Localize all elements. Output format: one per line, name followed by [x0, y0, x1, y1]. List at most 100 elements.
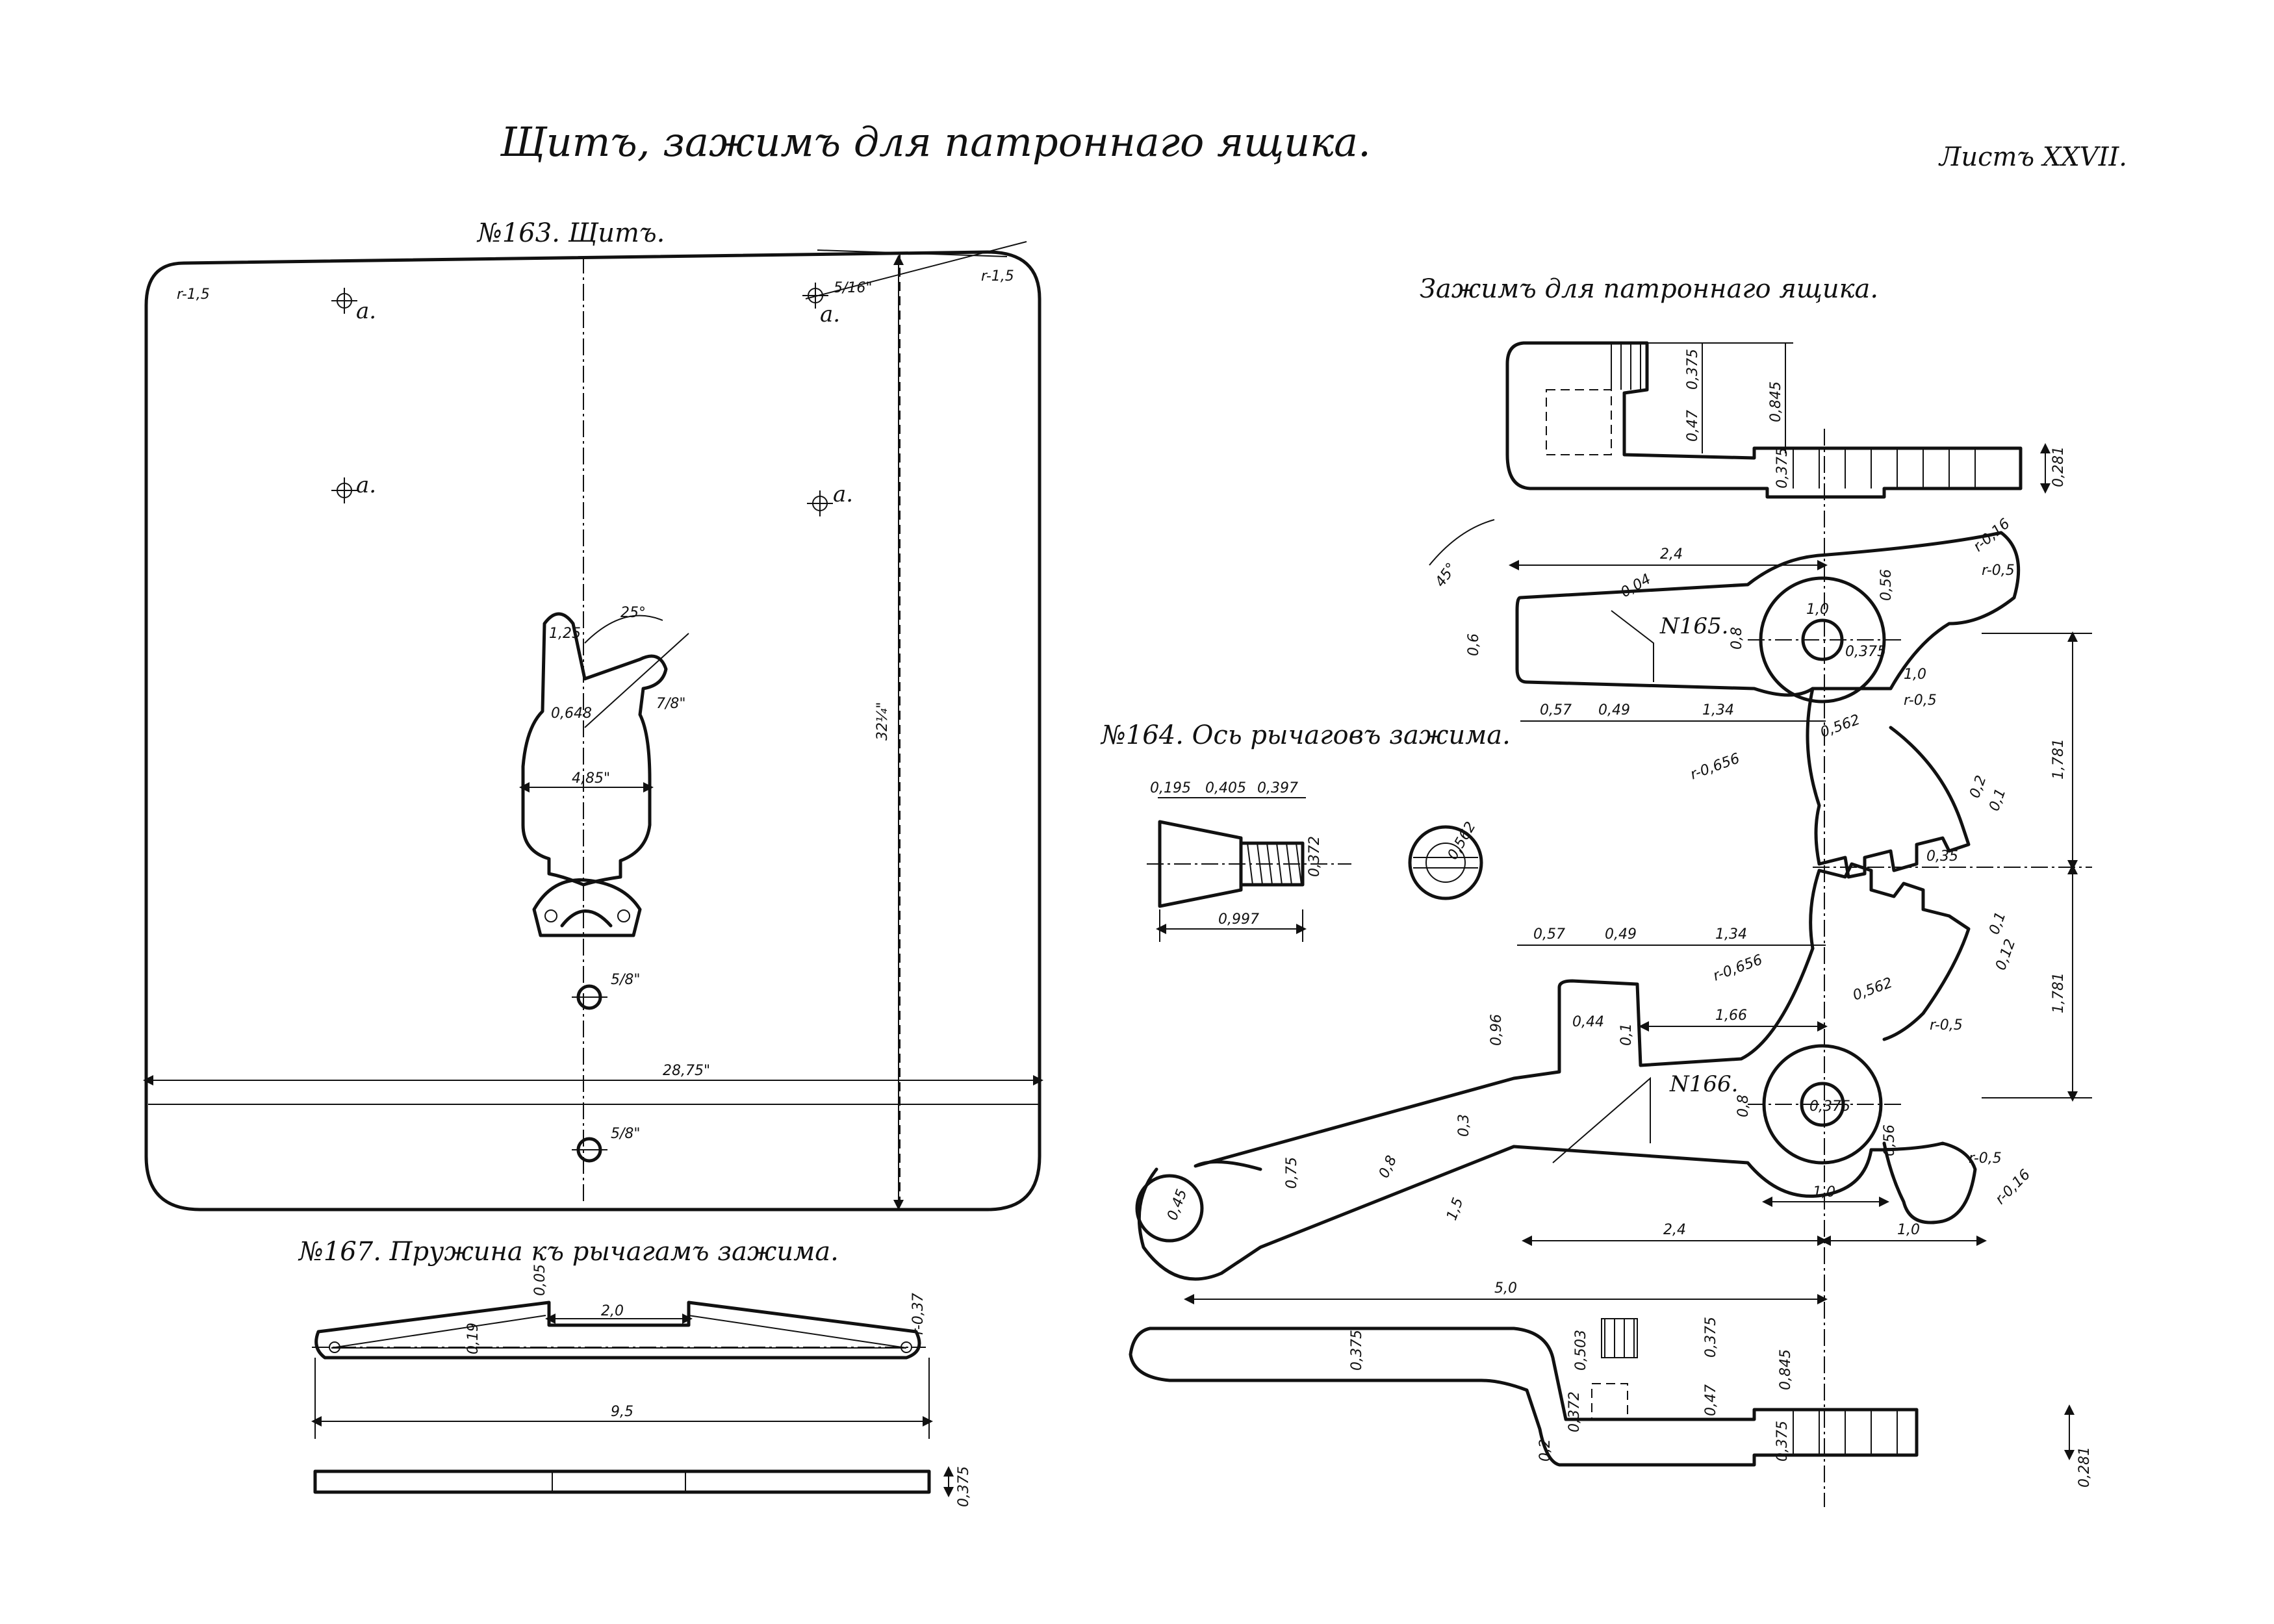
spring-side-dim: 0,375	[956, 1466, 972, 1507]
lever165-dim-10b: 1,0	[1904, 666, 1926, 683]
lever166-dim-50: 5,0	[1494, 1280, 1517, 1297]
top-dim-0845: 0,845	[1768, 381, 1784, 422]
top-dim-0375a: 0,375	[1685, 349, 1701, 390]
lever166-dim-045: 0,45	[1164, 1187, 1190, 1223]
clamp-assembly: Зажимъ для патроннаго ящика. 0,375 0,47 …	[1129, 274, 2093, 1507]
corner-radius-right: r-1,5	[981, 268, 1014, 285]
axle-head	[1158, 820, 1243, 908]
sheet-title: Щитъ, зажимъ для патроннаго ящика.	[500, 118, 1371, 166]
shield-width-dim: 28,75"	[663, 1063, 710, 1079]
teeth-dim-012: 0,12	[1993, 937, 2019, 972]
slot-radius-dim: 0,648	[551, 705, 592, 722]
bottom-dim-0845: 0,845	[1778, 1349, 1794, 1390]
teeth-dim-01a: 0,1	[1986, 787, 2009, 813]
part-167-caption: №167. Пружина къ рычагамъ зажима.	[298, 1237, 839, 1267]
lever166-dim-15: 1,5	[1444, 1196, 1466, 1223]
lever165-dim-004: 0,04	[1618, 571, 1654, 601]
lever-165: N165. 2,4 45° 0,6 0,04 0,8 1,0 0,375 0,5…	[1429, 516, 2021, 783]
teeth-dim-02: 0,2	[1967, 774, 1989, 800]
teeth-dim-01b: 0,1	[1986, 910, 2009, 937]
lever165-dim-2-4: 2,4	[1660, 546, 1683, 563]
teeth-dim-035: 0,35	[1926, 848, 1958, 865]
slot-body-width: 4,85"	[572, 770, 610, 787]
bottom-dim-0281: 0,281	[2076, 1447, 2093, 1488]
clamp-caption: Зажимъ для патроннаго ящика.	[1420, 274, 1878, 304]
lower-hole-2-dim: 5/8"	[611, 1126, 641, 1142]
lever165-dim-08: 0,8	[1729, 627, 1745, 650]
spring-radius-dim: r-0,37	[910, 1293, 926, 1335]
axle-dim-0195: 0,195	[1150, 780, 1191, 796]
guard-plate	[532, 878, 642, 937]
lever165-dim-10a: 1,0	[1806, 602, 1829, 618]
hole-label: a.	[356, 472, 376, 498]
part-163-caption: №163. Щитъ.	[476, 218, 665, 248]
lever166-dim-044: 0,44	[1572, 1014, 1604, 1030]
lever166-dim-075: 0,75	[1284, 1157, 1300, 1189]
spring-width-dim: 0,19	[465, 1323, 481, 1354]
lever166-dim-166: 1,66	[1715, 1008, 1747, 1024]
center-slot	[521, 612, 668, 887]
lower-hole-2: 5/8"	[572, 1126, 641, 1163]
spring-side-view	[313, 1469, 931, 1494]
lever165-dim-r0656: r-0,656	[1689, 750, 1743, 783]
lever166-dim-08b: 0,8	[1376, 1153, 1400, 1180]
axle-dim-0372: 0,372	[1307, 836, 1323, 877]
lever165-dim-049: 0,49	[1598, 702, 1630, 718]
bottom-dim-0503: 0,503	[1573, 1330, 1589, 1371]
lever165-dim-r05a: r-0,5	[1982, 563, 2015, 579]
lower-hole-1-dim: 5/8"	[611, 972, 641, 988]
spring-length-dim: 9,5	[611, 1404, 633, 1420]
mounting-hole-a: a. 5/16"	[802, 280, 873, 327]
lever166-dim-096: 0,96	[1488, 1014, 1505, 1046]
sheet-number: Листъ XXVII.	[1938, 142, 2127, 172]
lever166-dim-0562: 0,562	[1851, 975, 1895, 1004]
mounting-hole-a: a.	[331, 472, 376, 503]
hole-label: a.	[356, 298, 376, 324]
lever166-dim-10b: 1,0	[1897, 1222, 1920, 1238]
clamp-bottom-view: 0,375 0,503 0,375 0,47 0,845 0,372 0,2 0…	[1129, 1317, 2093, 1488]
lever165-dim-r05b: r-0,5	[1904, 692, 1937, 709]
mounting-hole-a: a.	[807, 481, 853, 516]
slot-end-dim: 7/8"	[656, 696, 686, 712]
lever165-dim-45: 45°	[1432, 560, 1460, 590]
shield-outline	[144, 250, 1041, 1212]
axle-dim-0397: 0,397	[1257, 780, 1298, 796]
lever166-dim-03: 0,3	[1456, 1114, 1472, 1137]
lever166-dim-134: 1,34	[1715, 926, 1747, 943]
top-dim-0281: 0,281	[2050, 446, 2067, 487]
part-164-axle: №164. Ось рычаговъ зажима. 0,195 0,405 0…	[1100, 720, 1511, 942]
lever166-dim-049: 0,49	[1605, 926, 1637, 943]
lever166-dim-r05a: r-0,5	[1930, 1017, 1963, 1034]
lever-166: N166. 0,57 0,49 1,34 r-0,656 0,562 r-0,5…	[1135, 926, 2034, 1304]
part-167-spring: №167. Пружина къ рычагамъ зажима. 2,0 0,…	[298, 1237, 972, 1507]
lever166-dim-01: 0,1	[1618, 1023, 1635, 1046]
clamp-top-view: 0,375 0,47 0,845 0,375 0,281	[1505, 341, 2067, 1507]
part-163-shield: №163. Щитъ. r-1,5 r-1,5 a. a. 5/16" a. a…	[143, 218, 1043, 1212]
lever165-dim-057: 0,57	[1540, 702, 1572, 718]
slot-width-dim: 1,25	[549, 626, 581, 642]
bottom-dim-02: 0,2	[1537, 1439, 1553, 1462]
lever165-dim-134: 1,34	[1702, 702, 1734, 718]
lever165-dim-056: 0,56	[1878, 569, 1895, 601]
hole-label: a.	[833, 481, 853, 507]
lever165-dim-06: 0,6	[1466, 633, 1482, 656]
lever166-dim-r0656: r-0,656	[1711, 952, 1765, 984]
mounting-hole-a: a.	[331, 288, 376, 324]
top-dim-047: 0,47	[1685, 410, 1701, 442]
lever166-dim-0375: 0,375	[1809, 1098, 1850, 1115]
bottom-dim-047: 0,47	[1703, 1384, 1719, 1416]
axle-dim-0997: 0,997	[1218, 911, 1259, 928]
lever166-dim-08a: 0,8	[1735, 1095, 1752, 1117]
lever166-dim-r016: r-0,16	[1993, 1167, 2034, 1208]
spring-gap-dim: 2,0	[601, 1303, 624, 1319]
lever-166-label: N166.	[1669, 1071, 1738, 1097]
lever166-dim-24: 2,4	[1663, 1222, 1686, 1238]
shield-height-dim: 32¼"	[875, 702, 891, 741]
bottom-dim-0375b: 0,375	[1703, 1317, 1719, 1358]
lever166-dim-10a: 1,0	[1813, 1184, 1835, 1200]
lower-hole-1: 5/8"	[572, 972, 641, 1010]
bottom-dim-0375c: 0,375	[1774, 1421, 1791, 1462]
lever166-dim-057: 0,57	[1533, 926, 1565, 943]
axle-dim-0405: 0,405	[1205, 780, 1246, 796]
